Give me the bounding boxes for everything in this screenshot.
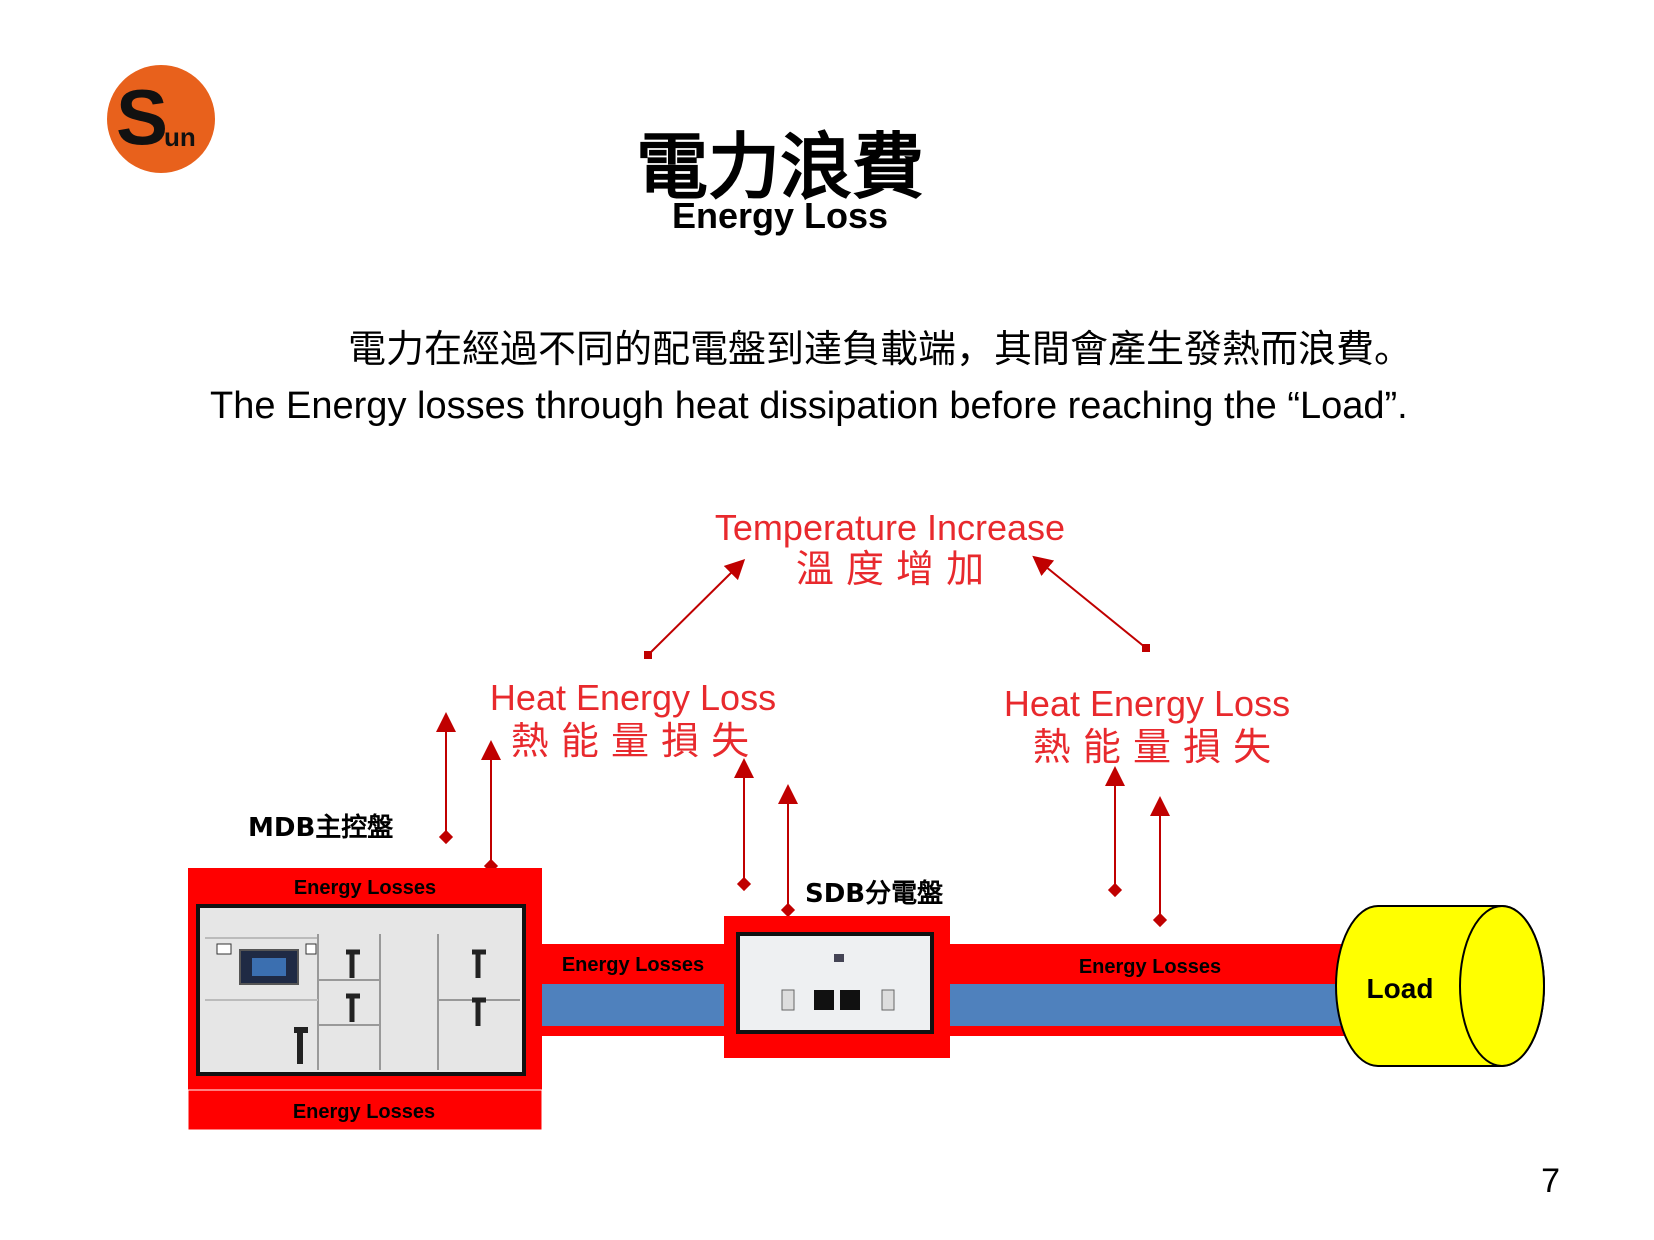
mdb-top-loss-label: Energy Losses [294, 877, 436, 899]
mdb-label: MDB主控盤 [248, 813, 394, 843]
sdb-label: SDB分電盤 [805, 879, 944, 909]
heat-loss-left-zh: 熱 能 量 損 失 [511, 719, 749, 763]
sun-logo: S un [107, 65, 215, 173]
svg-text:un: un [164, 122, 196, 152]
description-en: The Energy losses through heat dissipati… [210, 385, 1408, 427]
heat-arrows-cable [1105, 766, 1170, 928]
cable-loss-label-1: Energy Losses [562, 954, 704, 976]
arrow-left-to-temperature [647, 558, 746, 656]
heat-arrows-sdb [734, 758, 798, 918]
sdb-cabinet [736, 932, 934, 1034]
temperature-label-en: Temperature Increase [715, 507, 1065, 548]
svg-text:S: S [116, 73, 168, 161]
mdb-cabinet [196, 904, 526, 1076]
page-subtitle: Energy Loss [671, 195, 889, 236]
page-title: 電力浪費 [635, 128, 924, 208]
load-label: Load [1367, 973, 1434, 1004]
heat-loss-left-en: Heat Energy Loss [490, 677, 776, 718]
arrow-tail-square [644, 651, 652, 659]
heat-loss-right-zh: 熱 能 量 損 失 [1033, 725, 1271, 769]
arrow-right-to-temperature [1032, 555, 1147, 649]
heat-arrows-mdb [436, 712, 501, 874]
heat-loss-right-en: Heat Energy Loss [1004, 683, 1290, 724]
page-number: 7 [1541, 1162, 1560, 1200]
temperature-label-zh: 溫 度 增 加 [796, 547, 984, 591]
mdb-bottom-loss-bar [187, 1089, 543, 1131]
arrow-tail-square [1142, 644, 1150, 652]
load-cylinder [1335, 905, 1545, 1067]
description-zh: 電力在經過不同的配電盤到達負載端，其間會產生發熱而浪費。 [347, 329, 1412, 371]
cable-loss-label-2: Energy Losses [1079, 956, 1221, 978]
mdb-bottom-loss-label: Energy Losses [293, 1101, 435, 1123]
